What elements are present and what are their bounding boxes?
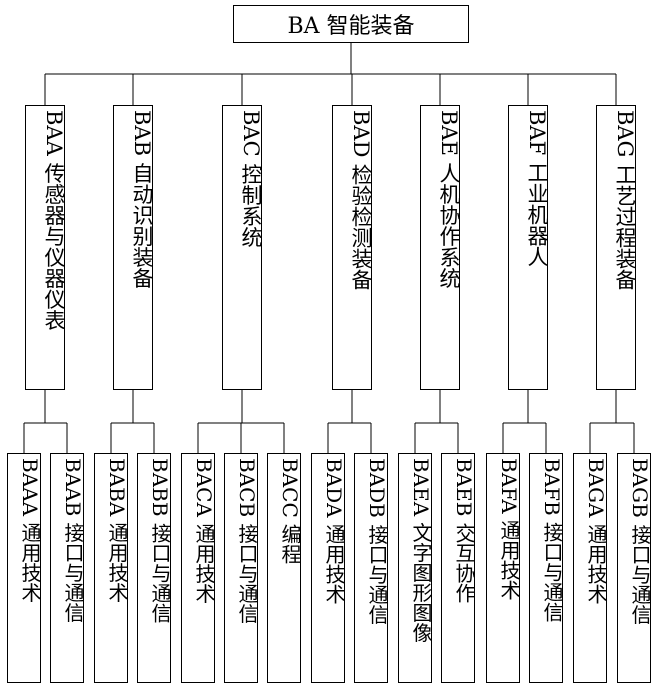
leaf-node-label: BAEA 文字图形图像 — [409, 458, 432, 643]
leaf-node-label: BAFB 接口与通信 — [540, 458, 563, 623]
category-node: BAD 检验检测装备 — [332, 105, 372, 390]
category-node: BAC 控制系统 — [222, 105, 262, 390]
category-node: BAF 工业机器人 — [508, 105, 548, 390]
category-node-label: BAB 自动识别装备 — [130, 110, 153, 289]
leaf-node-label: BAAB 接口与通信 — [61, 458, 84, 623]
leaf-node: BAFA 通用技术 — [486, 453, 520, 683]
leaf-node: BAGA 通用技术 — [573, 453, 607, 683]
leaf-node-label: BACB 接口与通信 — [235, 458, 258, 624]
leaf-node: BACC 编程 — [267, 453, 301, 683]
leaf-node: BAGB 接口与通信 — [617, 453, 651, 683]
leaf-node-label: BABA 通用技术 — [105, 458, 128, 603]
category-node-label: BAC 控制系统 — [239, 110, 262, 248]
category-node: BAE 人机协作系统 — [420, 105, 460, 390]
leaf-node-label: BAEB 交互协作 — [452, 458, 475, 603]
leaf-node: BACB 接口与通信 — [224, 453, 258, 683]
leaf-node-label: BACC 编程 — [278, 458, 301, 565]
leaf-node-label: BABB 接口与通信 — [148, 458, 171, 623]
root-node-label: BA 智能装备 — [287, 14, 415, 39]
category-node-label: BAE 人机协作系统 — [437, 110, 460, 289]
leaf-node: BABA 通用技术 — [94, 453, 128, 683]
category-node-label: BAA 传感器与仪器仪表 — [42, 110, 65, 331]
category-node: BAA 传感器与仪器仪表 — [25, 105, 65, 390]
category-node-label: BAG 工艺过程装备 — [613, 110, 636, 291]
leaf-node-label: BADB 接口与通信 — [365, 458, 388, 625]
leaf-node: BAEA 文字图形图像 — [398, 453, 432, 683]
leaf-node: BABB 接口与通信 — [137, 453, 171, 683]
leaf-node-label: BAGB 接口与通信 — [628, 458, 651, 625]
connector-lines — [23, 43, 635, 453]
leaf-node: BACA 通用技术 — [181, 453, 215, 683]
leaf-node: BAFB 接口与通信 — [529, 453, 563, 683]
category-node: BAB 自动识别装备 — [113, 105, 153, 390]
leaf-node: BADA 通用技术 — [311, 453, 345, 683]
leaf-node-label: BACA 通用技术 — [192, 458, 215, 604]
leaf-node: BAAB 接口与通信 — [50, 453, 84, 683]
category-node: BAG 工艺过程装备 — [596, 105, 636, 390]
leaf-node: BADB 接口与通信 — [354, 453, 388, 683]
root-node: BA 智能装备 — [233, 5, 469, 43]
leaf-node-label: BAFA 通用技术 — [497, 458, 520, 601]
category-node-label: BAD 检验检测装备 — [349, 110, 372, 291]
category-node-label: BAF 工业机器人 — [525, 110, 548, 267]
leaf-node-label: BAGA 通用技术 — [584, 458, 607, 604]
leaf-node: BAAA 通用技术 — [7, 453, 41, 683]
leaf-node: BAEB 交互协作 — [441, 453, 475, 683]
leaf-node-label: BADA 通用技术 — [322, 458, 345, 604]
leaf-node-label: BAAA 通用技术 — [18, 458, 41, 603]
